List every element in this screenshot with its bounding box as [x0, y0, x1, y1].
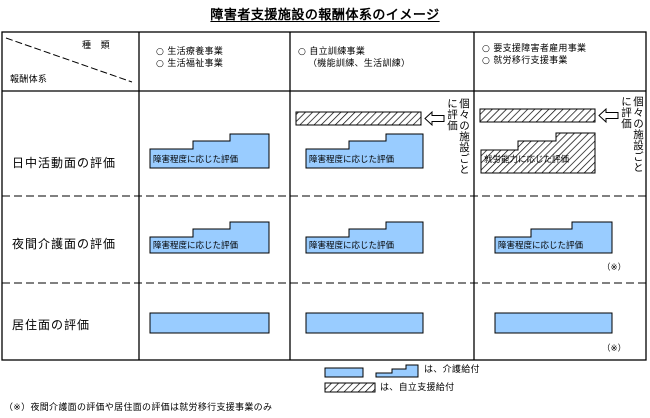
training-bar [479, 108, 596, 123]
legend-care-label: は、介護給付 [424, 365, 480, 375]
box-label: 障害程度に応じた評価 [498, 241, 584, 251]
row-label-housing: 居住面の評価 [12, 318, 91, 332]
care-level-box [149, 133, 270, 169]
row-label-daytime: 日中活動面の評価 [12, 156, 117, 170]
care-level-box [305, 133, 424, 169]
housing-box [494, 312, 613, 334]
box-label: 障害程度に応じた評価 [309, 155, 395, 165]
box-label: 就労能力に応じた評価 [484, 155, 570, 165]
legend-care-rect [324, 367, 364, 378]
box-label: 障害程度に応じた評価 [153, 241, 239, 251]
column-header-1: ○ 生活療養事業 ○ 生活福祉事業 [156, 47, 224, 69]
row-label-night: 夜間介護面の評価 [12, 237, 117, 251]
footnote: （※）夜間介護面の評価や居住面の評価は就労移行支援事業のみ [4, 403, 273, 413]
training-bar [295, 111, 422, 126]
header-system-label: 報酬体系 [10, 75, 48, 85]
note-mark: （※） [602, 263, 627, 273]
note-mark: （※） [602, 344, 627, 354]
arrow-left-icon [424, 110, 445, 127]
housing-box [149, 312, 270, 334]
care-level-box [494, 221, 613, 254]
care-level-box [305, 221, 424, 254]
ability-level-box [480, 132, 596, 174]
box-label: 障害程度に応じた評価 [153, 155, 239, 165]
page-title: 障害者支援施設の報酬体系のイメージ [210, 8, 440, 23]
arrow-left-icon [598, 107, 619, 124]
header-type-label: 種 類 [82, 41, 110, 51]
box-label: 障害程度に応じた評価 [309, 241, 395, 251]
legend-training-swatch [324, 382, 376, 393]
housing-box [305, 312, 424, 334]
per-facility-note: 個々の施設ごとに評価 [620, 96, 644, 173]
header-diagonal [5, 37, 133, 83]
column-header-3: ○ 要支援障害者雇用事業 ○ 就労移行支援事業 [482, 44, 587, 66]
legend-care-step [375, 364, 419, 378]
care-level-box [149, 221, 270, 254]
legend-training-label: は、自立支援給付 [380, 383, 455, 393]
per-facility-note: 個々の施設ごとに評価 [446, 98, 470, 175]
column-header-2: ○ 自立訓練事業 （機能訓練、生活訓練） [298, 47, 411, 69]
